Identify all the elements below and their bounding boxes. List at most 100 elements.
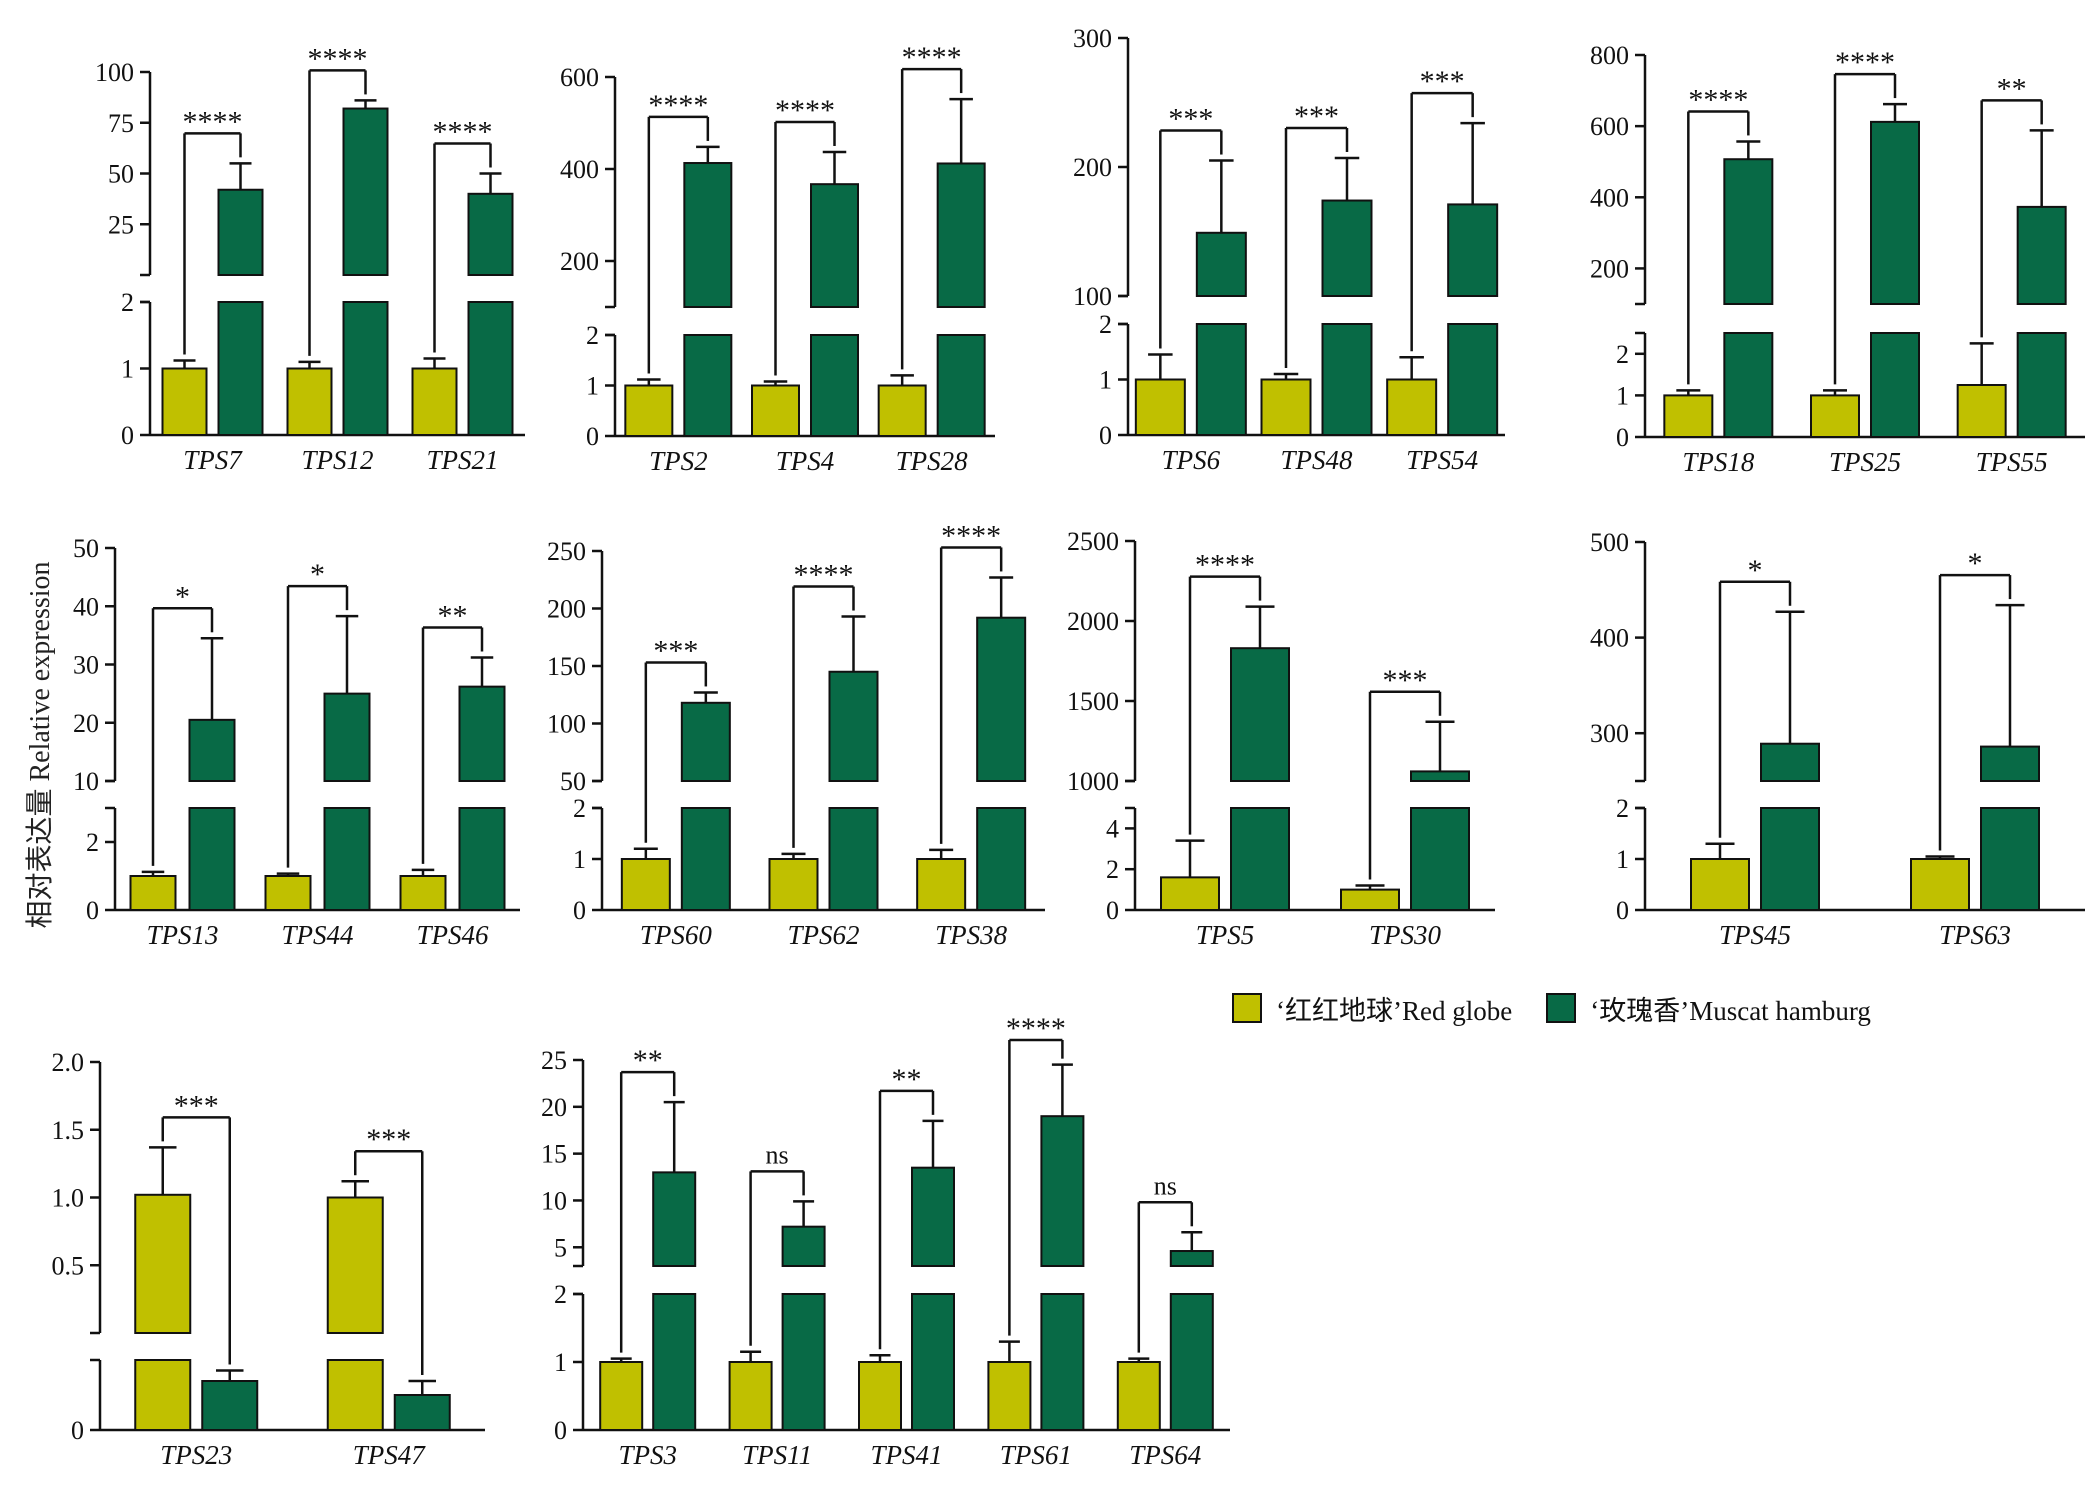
y-tick-label: 0 [1616,896,1629,925]
y-tick-label: 0 [1616,423,1629,452]
bar-muscat-TPS54-lower [1447,323,1499,436]
x-tick-label-TPS23: TPS23 [160,1440,232,1470]
legend-item-red-globe: ‘红红地球’Red globe [1232,989,1512,1028]
bar-muscat-TPS45-upper [1760,742,1820,783]
significance-label-TPS44: * [310,558,325,591]
bar-red-globe-TPS63 [1910,858,1970,911]
bar-muscat-TPS55-lower [2016,332,2067,438]
bar-red-globe-TPS60 [620,858,671,911]
significance-label-TPS11: ns [766,1140,789,1169]
y-tick-label: 1 [1616,845,1629,874]
y-tick-label: 10 [541,1186,567,1215]
bar-muscat-TPS46-lower [458,807,506,911]
y-tick-label: 1.0 [52,1184,85,1213]
x-tick-label-TPS38: TPS38 [935,920,1008,950]
significance-label-TPS5: **** [1195,549,1255,582]
bar-muscat-TPS45-lower [1760,807,1820,911]
y-tick-label: 50 [560,767,586,796]
bar-muscat-TPS11-lower [781,1293,826,1431]
bar-red-globe-TPS48 [1260,378,1312,436]
y-tick-label: 400 [1590,183,1629,212]
y-tick-label: 40 [73,592,99,621]
y-tick-label: 2000 [1067,607,1119,636]
y-tick-label: 25 [108,210,134,239]
bar-muscat-TPS63-upper [1980,745,2040,782]
bar-muscat-TPS41-lower [911,1293,955,1431]
y-tick-label: 400 [1590,624,1629,653]
bar-muscat-TPS62-lower [828,807,879,911]
x-tick-label-TPS44: TPS44 [281,920,353,950]
y-tick-label: 150 [547,652,586,681]
bar-red-globe-TPS46 [399,875,447,911]
bar-red-globe-TPS3 [599,1361,644,1431]
bar-muscat-TPS30-upper [1410,770,1470,783]
x-tick-label-TPS61: TPS61 [1000,1440,1072,1470]
bar-red-globe-TPS13 [129,875,177,911]
bar-muscat-TPS61-lower [1040,1293,1085,1431]
y-tick-label: 2 [573,794,586,823]
y-tick-label: 2 [554,1280,567,1309]
bar-red-globe-TPS11 [728,1361,773,1431]
x-tick-label-TPS11: TPS11 [742,1440,812,1470]
bar-red-globe-TPS62 [768,858,819,911]
y-tick-label: 200 [1590,254,1629,283]
x-tick-label-TPS62: TPS62 [787,920,859,950]
x-tick-label-TPS28: TPS28 [896,446,969,476]
y-tick-label: 800 [1590,41,1629,70]
legend-label-red-globe: ‘红红地球’Red globe [1276,995,1513,1026]
significance-label-TPS63: * [1968,547,1983,580]
bar-red-globe-TPS38 [916,858,967,911]
y-tick-label: 50 [73,534,99,563]
y-tick-label: 15 [541,1140,567,1169]
bar-muscat-TPS64-upper [1169,1250,1214,1268]
y-tick-label: 2 [1106,855,1119,884]
bar-muscat-TPS7-upper [217,188,264,277]
y-tick-label: 0 [586,422,599,451]
x-tick-label-TPS64: TPS64 [1129,1440,1201,1470]
bar-red-globe-TPS4 [751,384,800,437]
x-tick-label-TPS21: TPS21 [426,445,498,475]
significance-label-TPS13: * [175,580,190,613]
significance-label-TPS64: ns [1154,1171,1177,1200]
bar-muscat-TPS3-lower [652,1293,697,1431]
y-tick-label: 1 [1099,366,1112,395]
y-tick-label: 600 [1590,112,1629,141]
bar-muscat-TPS12-lower [342,301,389,436]
bar-muscat-TPS6-upper [1195,231,1247,297]
y-tick-label: 1 [586,372,599,401]
bar-red-globe-TPS54 [1386,378,1438,436]
y-tick-label: 1000 [1067,767,1119,796]
bar-muscat-TPS23 [201,1380,259,1431]
x-tick-label-TPS13: TPS13 [146,920,218,950]
bar-red-globe-TPS28 [877,384,927,437]
x-tick-label-TPS60: TPS60 [640,920,713,950]
y-tick-label: 0.5 [52,1251,85,1280]
y-tick-label: 200 [547,595,586,624]
bar-red-globe-TPS55 [1956,384,2007,438]
significance-label-TPS23: *** [174,1089,219,1122]
bar-muscat-TPS6-lower [1195,323,1247,436]
x-tick-label-TPS6: TPS6 [1162,445,1221,475]
significance-label-TPS54: *** [1420,65,1465,98]
bar-muscat-TPS60-lower [680,807,731,911]
y-tick-label: 100 [1073,282,1112,311]
bar-muscat-TPS44-lower [323,807,371,911]
bar-red-globe-TPS45 [1690,858,1750,911]
y-tick-label: 1 [573,845,586,874]
bar-red-globe-TPS23-upper [134,1193,192,1335]
significance-label-TPS28: **** [902,41,962,74]
y-tick-label: 2500 [1067,527,1119,556]
legend-item-muscat: ‘玫瑰香’Muscat hamburg [1546,989,1871,1028]
bar-red-globe-TPS5 [1160,876,1220,911]
x-tick-label-TPS7: TPS7 [183,445,243,475]
bar-muscat-TPS5-upper [1230,647,1290,783]
bar-muscat-TPS46-upper [458,685,506,783]
x-tick-label-TPS54: TPS54 [1406,445,1478,475]
significance-label-TPS61: **** [1006,1012,1066,1045]
y-tick-label: 0 [71,1416,84,1445]
significance-label-TPS47: *** [366,1123,411,1156]
bar-red-globe-TPS18 [1663,394,1714,438]
y-tick-label: 2 [121,288,134,317]
